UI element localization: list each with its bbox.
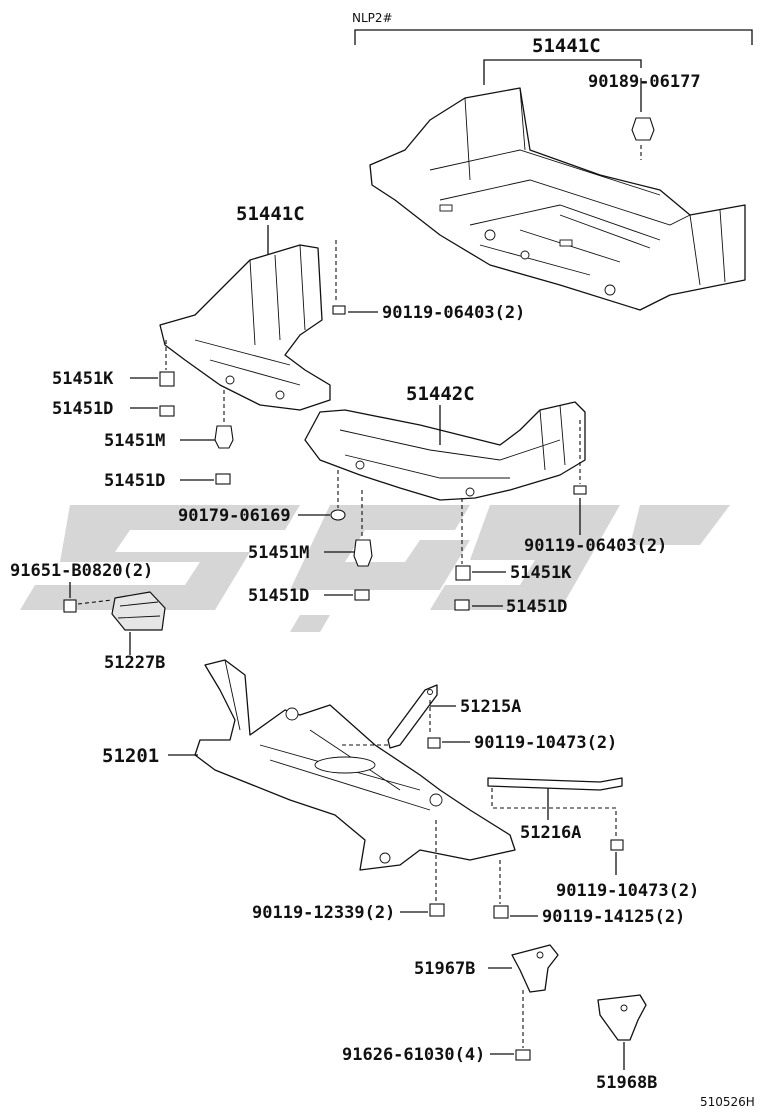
engine-under-cover-rear bbox=[304, 401, 586, 501]
callout-51451d-left2: 51451D bbox=[104, 471, 165, 491]
callout-90189-06177: 90189-06177 bbox=[588, 72, 701, 92]
watermark-logo bbox=[20, 505, 730, 632]
callout-90119-12339: 90119-12339(2) bbox=[252, 903, 395, 923]
callout-90179-06169: 90179-06169 bbox=[178, 506, 291, 526]
callout-90119-14125: 90119-14125(2) bbox=[542, 907, 685, 927]
crossmember-bracket-51215a bbox=[387, 684, 438, 749]
bracket-51968b bbox=[597, 994, 647, 1041]
callout-90119-06403-top: 90119-06403(2) bbox=[382, 303, 525, 323]
callout-51451m-left: 51451M bbox=[104, 431, 165, 451]
variant-bracket: NLP2# bbox=[352, 11, 753, 45]
callout-51451k-right: 51451K bbox=[510, 563, 572, 583]
callout-labels: 51441C 90189-06177 51441C 90119-06403(2)… bbox=[10, 35, 755, 1109]
callout-51968b: 51968B bbox=[596, 1073, 657, 1093]
callout-51451m-mid: 51451M bbox=[248, 543, 309, 563]
mount-51227b bbox=[111, 591, 166, 631]
callout-90119-06403-right: 90119-06403(2) bbox=[524, 536, 667, 556]
front-suspension-crossmember bbox=[194, 659, 516, 871]
callout-90119-10473-top: 90119-10473(2) bbox=[474, 733, 617, 753]
callout-51441c-top: 51441C bbox=[532, 35, 601, 57]
callout-51215a: 51215A bbox=[460, 697, 521, 717]
engine-under-cover-top bbox=[369, 87, 746, 311]
callout-51451d-left1: 51451D bbox=[52, 399, 113, 419]
leader-lines bbox=[69, 59, 642, 1070]
drawing-id: 510526H bbox=[700, 1095, 755, 1109]
callout-51441c-mid: 51441C bbox=[236, 203, 305, 225]
fasteners bbox=[63, 117, 655, 1061]
callout-51201: 51201 bbox=[102, 745, 159, 767]
callout-51451k-left: 51451K bbox=[52, 369, 114, 389]
callout-51451d-mid: 51451D bbox=[248, 586, 309, 606]
callout-91626-61030: 91626-61030(4) bbox=[342, 1045, 485, 1065]
callout-51967b: 51967B bbox=[414, 959, 475, 979]
callout-91651-b0820: 91651-B0820(2) bbox=[10, 561, 153, 581]
callout-51216a: 51216A bbox=[520, 823, 581, 843]
bracket-51967b bbox=[511, 944, 559, 993]
callout-90119-10473-bot: 90119-10473(2) bbox=[556, 881, 699, 901]
callout-51442c: 51442C bbox=[406, 383, 475, 405]
callout-51451d-right: 51451D bbox=[506, 597, 567, 617]
variant-label: NLP2# bbox=[352, 11, 393, 25]
crossmember-brace-51216a bbox=[487, 777, 623, 791]
engine-under-cover-left bbox=[159, 244, 331, 411]
callout-51227b: 51227B bbox=[104, 653, 165, 673]
